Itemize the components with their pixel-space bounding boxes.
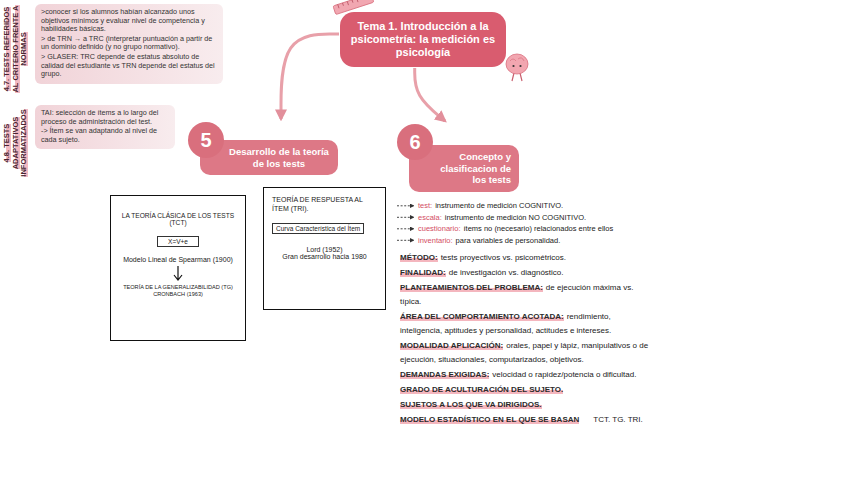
theory-box: LA TEORÍA CLÁSICA DE LOS TESTS (TCT) Mode… — [110, 195, 246, 341]
list-line: test:instrumento de medición COGNITIVO. — [418, 200, 748, 212]
list-line: PLANTEAMIENTOS DEL PROBLEMA:de ejecución… — [400, 281, 652, 309]
heading-text: 4.8. TESTS ADAPTATIVOS INFORMATIZADOS — [2, 109, 28, 176]
note-text: > de TRN → a TRC (interpretar puntuación… — [41, 35, 217, 52]
note-panel: TAI: selección de ítems a lo largo del p… — [35, 105, 175, 149]
list-key: PLANTEAMIENTOS DEL PROBLEMA: — [400, 283, 543, 292]
formula-text: X=V+e — [168, 238, 188, 245]
brain-mascot — [506, 54, 528, 81]
note-text: -> Ítem se van adaptando al nivel de cad… — [41, 127, 169, 144]
text-list: test:instrumento de medición COGNITIVO.e… — [418, 200, 748, 246]
list-line: MODALIDAD APLICACIÓN:orales, papel y láp… — [400, 339, 652, 367]
down-arrow — [172, 265, 184, 282]
down-arrow — [174, 266, 182, 280]
list-key: MODELO ESTADÍSTICO EN EL QUE SE BASAN — [400, 415, 579, 424]
list-key: SUJETOS A LOS QUE VA DIRIGIDOS. — [400, 400, 542, 409]
list-line: DEMANDAS EXIGIDAS:velocidad o rapidez/po… — [400, 368, 652, 382]
text-list: MÉTODO:tests proyectivos vs. psicométric… — [400, 251, 652, 428]
list-text: ítems no (necesario) relacionados entre … — [464, 224, 614, 233]
theory-subtitle: TEORÍA DE LA GENERALIZABILIDAD (TG) CRON… — [122, 284, 234, 298]
list-key: escala: — [418, 213, 442, 222]
note-box: 4.7. TESTS REFERIDOS AL CRITERIO FRENTE … — [3, 4, 223, 94]
mascot-folds — [510, 58, 524, 61]
list-text: instrumento de medición NO COGNITIVO. — [445, 213, 586, 222]
list-text: instrumento de medición COGNITIVO. — [435, 201, 563, 210]
list-line: MÉTODO:tests proyectivos vs. psicométric… — [400, 251, 652, 265]
connector-arrow — [415, 68, 445, 121]
section-box: 5Desarrollo de la teoría de los tests — [188, 122, 338, 175]
model-text: Modelo Lineal de Spearman (1900) — [123, 256, 233, 263]
list-text: de investigación vs. diagnóstico. — [449, 268, 564, 277]
list-line: MODELO ESTADÍSTICO EN EL QUE SE BASAN TCT… — [400, 413, 652, 427]
section-number: 5 — [188, 122, 224, 158]
date-text: Lord (1952) — [272, 246, 377, 253]
list-line: GRADO DE ACULTURACIÓN DEL SUJETO. — [400, 383, 652, 397]
title-box: Tema 1. Introducción a la psicometría: l… — [340, 12, 506, 67]
title-text: Tema 1. Introducción a la psicometría: l… — [350, 20, 496, 59]
theory-box: TEORÍA DE RESPUESTA AL ÍTEM (TRI). Lord (… — [263, 187, 386, 310]
leader-arrow — [397, 240, 414, 241]
note-text: >conocer si los alumnos habían alcanzado… — [41, 8, 217, 34]
leader-arrow — [397, 217, 414, 218]
list-line: cuestionario:ítems no (necesario) relaci… — [418, 223, 748, 235]
curve-box: Curva Característica del Ítem — [272, 223, 364, 234]
list-line: ÁREA DEL COMPORTAMIENTO ACOTADA:rendimie… — [400, 310, 652, 338]
note-text: TAI: selección de ítems a lo largo del p… — [41, 109, 169, 126]
theory-title: TEORÍA DE RESPUESTA AL ÍTEM (TRI). — [272, 196, 377, 213]
ruler-ticks — [338, 0, 368, 8]
note-text: Gran desarrollo hacia 1980 — [272, 253, 377, 260]
list-line: escala:instrumento de medición NO COGNIT… — [418, 212, 748, 224]
list-text: TCT. TG. TRI. — [593, 415, 642, 424]
section-number: 6 — [397, 124, 433, 160]
list-text: velocidad o rapidez/potencia o dificulta… — [492, 370, 636, 379]
list-text: tests proyectivos vs. psicométricos. — [441, 253, 566, 262]
list-line: SUJETOS A LOS QUE VA DIRIGIDOS. — [400, 398, 652, 412]
list-key: FINALIDAD: — [400, 268, 446, 277]
mascot-eye — [512, 65, 514, 67]
list-key: ÁREA DEL COMPORTAMIENTO ACOTADA: — [400, 312, 564, 321]
list-key: inventario: — [418, 236, 453, 245]
mascot-body — [506, 54, 528, 74]
note-box: 4.8. TESTS ADAPTATIVOS INFORMATIZADOS TAI… — [3, 97, 175, 189]
list-line: inventario:para variables de personalida… — [418, 235, 748, 247]
list-text: para variables de personalidad. — [456, 236, 561, 245]
leader-lines — [397, 206, 414, 241]
list-key: DEMANDAS EXIGIDAS: — [400, 370, 489, 379]
connector-arrow — [281, 34, 339, 119]
note-panel: >conocer si los alumnos habían alcanzado… — [35, 4, 223, 84]
list-line: FINALIDAD:de investigación vs. diagnósti… — [400, 266, 652, 280]
curve-text: Curva Característica del Ítem — [276, 225, 360, 232]
list-key: GRADO DE ACULTURACIÓN DEL SUJETO. — [400, 385, 563, 394]
list-key: cuestionario: — [418, 224, 461, 233]
leader-arrow — [397, 228, 414, 229]
list-key: MÉTODO: — [400, 253, 438, 262]
leader-arrow — [397, 205, 414, 206]
formula-box: X=V+e — [157, 236, 199, 247]
list-key: MODALIDAD APLICACIÓN: — [400, 341, 503, 350]
section-heading: 4.7. TESTS REFERIDOS AL CRITERIO FRENTE … — [3, 4, 29, 94]
list-key: test: — [418, 201, 432, 210]
heading-text: 4.7. TESTS REFERIDOS AL CRITERIO FRENTE … — [2, 5, 28, 92]
mascot-eye — [519, 65, 521, 67]
section-box: 6Concepto y clasificacion de los tests — [397, 124, 519, 192]
theory-title: LA TEORÍA CLÁSICA DE LOS TESTS (TCT) — [117, 212, 239, 226]
section-heading: 4.8. TESTS ADAPTATIVOS INFORMATIZADOS — [3, 97, 29, 189]
note-text: > GLASER: TRC depende de estatus absolut… — [41, 53, 217, 79]
